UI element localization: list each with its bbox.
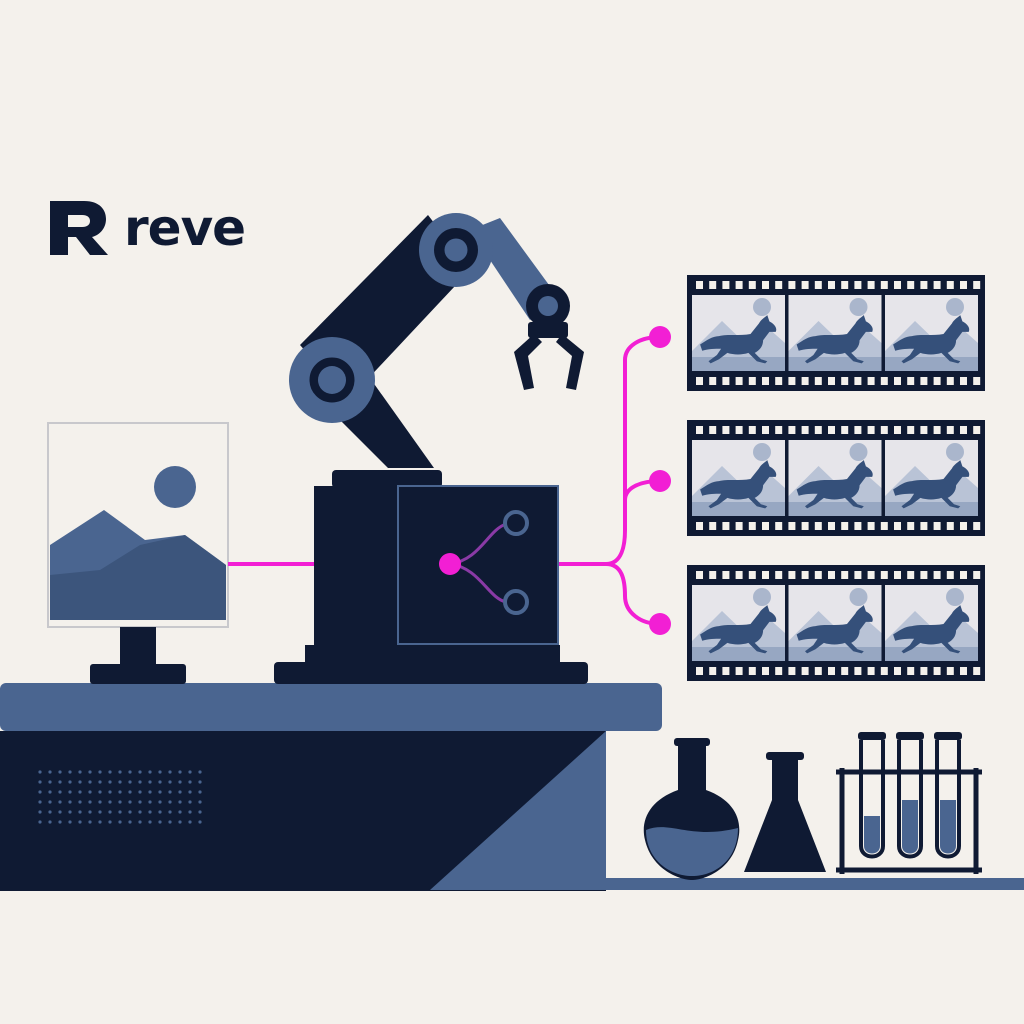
reve-r-logo-icon bbox=[50, 201, 108, 255]
horse-icon bbox=[893, 460, 970, 509]
test-tube bbox=[896, 732, 924, 859]
film-frame bbox=[885, 295, 978, 371]
horse-icon bbox=[796, 315, 873, 364]
test-tube-rack-icon bbox=[836, 732, 982, 874]
horse-icon bbox=[700, 315, 777, 364]
film-frame bbox=[885, 585, 978, 661]
horse-icon bbox=[893, 315, 970, 364]
filmstrips bbox=[687, 275, 985, 681]
workbench-dot-grid bbox=[38, 770, 202, 824]
brand-logo: reve bbox=[48, 196, 246, 260]
image-monitor-icon bbox=[47, 422, 229, 684]
workbench-top bbox=[0, 683, 662, 731]
connector-lines bbox=[228, 335, 661, 626]
round-flask-icon bbox=[643, 738, 740, 880]
brand-name: reve bbox=[124, 199, 246, 257]
film-frame bbox=[692, 585, 785, 661]
erlenmeyer-flask-icon bbox=[744, 752, 826, 872]
horse-icon bbox=[796, 460, 873, 509]
workbench bbox=[0, 683, 662, 891]
horse-icon bbox=[700, 605, 777, 654]
horse-icon bbox=[893, 605, 970, 654]
ground-shelf bbox=[600, 878, 1024, 890]
film-frame bbox=[788, 440, 882, 516]
film-frame bbox=[692, 440, 785, 516]
film-strip-icon bbox=[687, 565, 985, 681]
horse-icon bbox=[700, 460, 777, 509]
branching-node-icon bbox=[397, 485, 559, 645]
test-tube bbox=[934, 732, 962, 859]
workbench-bevel bbox=[430, 731, 606, 890]
film-strip-icon bbox=[687, 275, 985, 391]
test-tube bbox=[858, 732, 886, 859]
horse-icon bbox=[796, 605, 873, 654]
connector-nodes bbox=[384, 326, 671, 635]
film-frame bbox=[885, 440, 978, 516]
film-strip-icon bbox=[687, 420, 985, 536]
film-frame bbox=[788, 585, 882, 661]
film-frame bbox=[788, 295, 882, 371]
film-frame bbox=[692, 295, 785, 371]
